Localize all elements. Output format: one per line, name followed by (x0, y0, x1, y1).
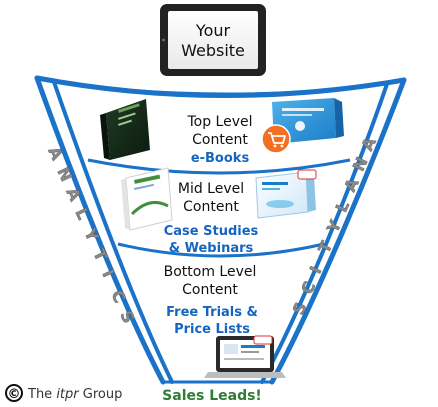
ebook-cover (100, 99, 150, 160)
funnel-divider-2 (117, 242, 325, 258)
copyright-notice: © The itpr Group (5, 384, 122, 402)
level-bottom-title-line2: Content (182, 282, 238, 298)
copyright-text: The itpr Group (27, 387, 122, 402)
level-top: Top Level Content e-Books (100, 98, 344, 166)
copyright-symbol-letter: © (8, 387, 21, 402)
level-top-title-line1: Top Level (186, 114, 252, 130)
level-mid-content-type-line1: Case Studies (164, 224, 259, 239)
sales-leads-label: Sales Leads! (162, 388, 262, 404)
tablet-screen (168, 11, 258, 69)
copyright-icon (5, 384, 23, 402)
copyright-brand: itpr (56, 387, 80, 402)
level-top-content-type: e-Books (191, 151, 250, 166)
funnel-left-wall (34, 75, 166, 385)
level-bottom: Bottom Level Content Free Trials & Price… (164, 264, 258, 337)
level-bottom-content-type-line1: Free Trials & (166, 305, 258, 320)
level-mid-content-type-line2: & Webinars (169, 241, 254, 256)
case-study-document (121, 167, 173, 231)
level-mid-title-line2: Content (183, 199, 239, 215)
funnel-right-wall (269, 77, 407, 385)
funnel-right-wall-inner (260, 82, 389, 384)
funnel-left-wall-inner (52, 80, 174, 384)
tablet-title-line2: Website (181, 41, 245, 60)
tablet-title-line1: Your (195, 21, 231, 40)
tablet: Your Website (160, 4, 266, 76)
laptop-icon (204, 335, 286, 378)
copyright-suffix: Group (79, 387, 123, 402)
funnel (34, 75, 407, 385)
funnel-rim-inner (53, 81, 388, 95)
level-mid: Mid Level Content Case Studies & Webinar… (121, 167, 317, 256)
funnel-divider-1 (87, 158, 351, 175)
shopping-cart-icon (261, 124, 291, 154)
webinar-box (255, 169, 317, 219)
tablet-camera (162, 38, 165, 42)
level-bottom-content-type-line2: Price Lists (174, 322, 250, 337)
level-top-title-line2: Content (192, 132, 248, 148)
copyright-prefix: The (27, 387, 56, 402)
level-bottom-title-line1: Bottom Level (164, 264, 257, 280)
level-mid-title-line1: Mid Level (178, 181, 244, 197)
